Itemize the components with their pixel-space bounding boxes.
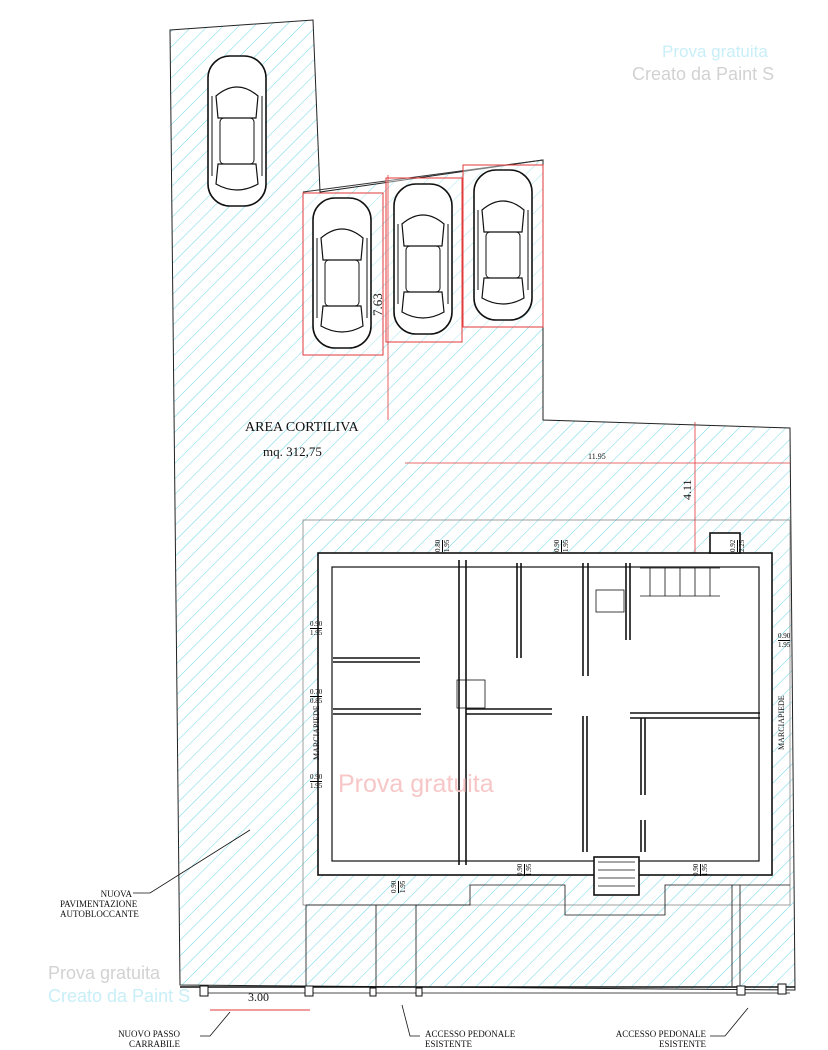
dimension-offset: 4.11 — [680, 479, 694, 500]
area-title: AREA CORTILIVA — [245, 420, 359, 435]
dimension-parking-depth: 7.63 — [370, 293, 385, 316]
car-icon — [207, 55, 267, 207]
watermark-text: Creato da Paint S — [48, 986, 191, 1006]
building-floorplan — [317, 532, 773, 896]
area-surface: mq. 312,75 — [263, 444, 322, 459]
sidewalk-label-left: MARCIAPIEDE — [312, 705, 321, 760]
car-icon — [393, 183, 453, 335]
car-icon — [473, 169, 533, 321]
watermark-text: Prova gratuita — [662, 42, 768, 61]
front-fence — [180, 884, 795, 997]
watermark-text: Prova gratuita — [338, 770, 494, 798]
car-icon — [312, 197, 372, 349]
parking-spaces — [302, 164, 544, 356]
watermark-text: Prova gratuita — [48, 963, 161, 983]
sidewalk-label-right: MARCIAPIEDE — [777, 695, 786, 750]
watermark-text: Creato da Paint S — [632, 64, 775, 84]
dimension-width: 11.95 — [588, 452, 606, 461]
dimension-driveway: 3.00 — [248, 990, 269, 1004]
